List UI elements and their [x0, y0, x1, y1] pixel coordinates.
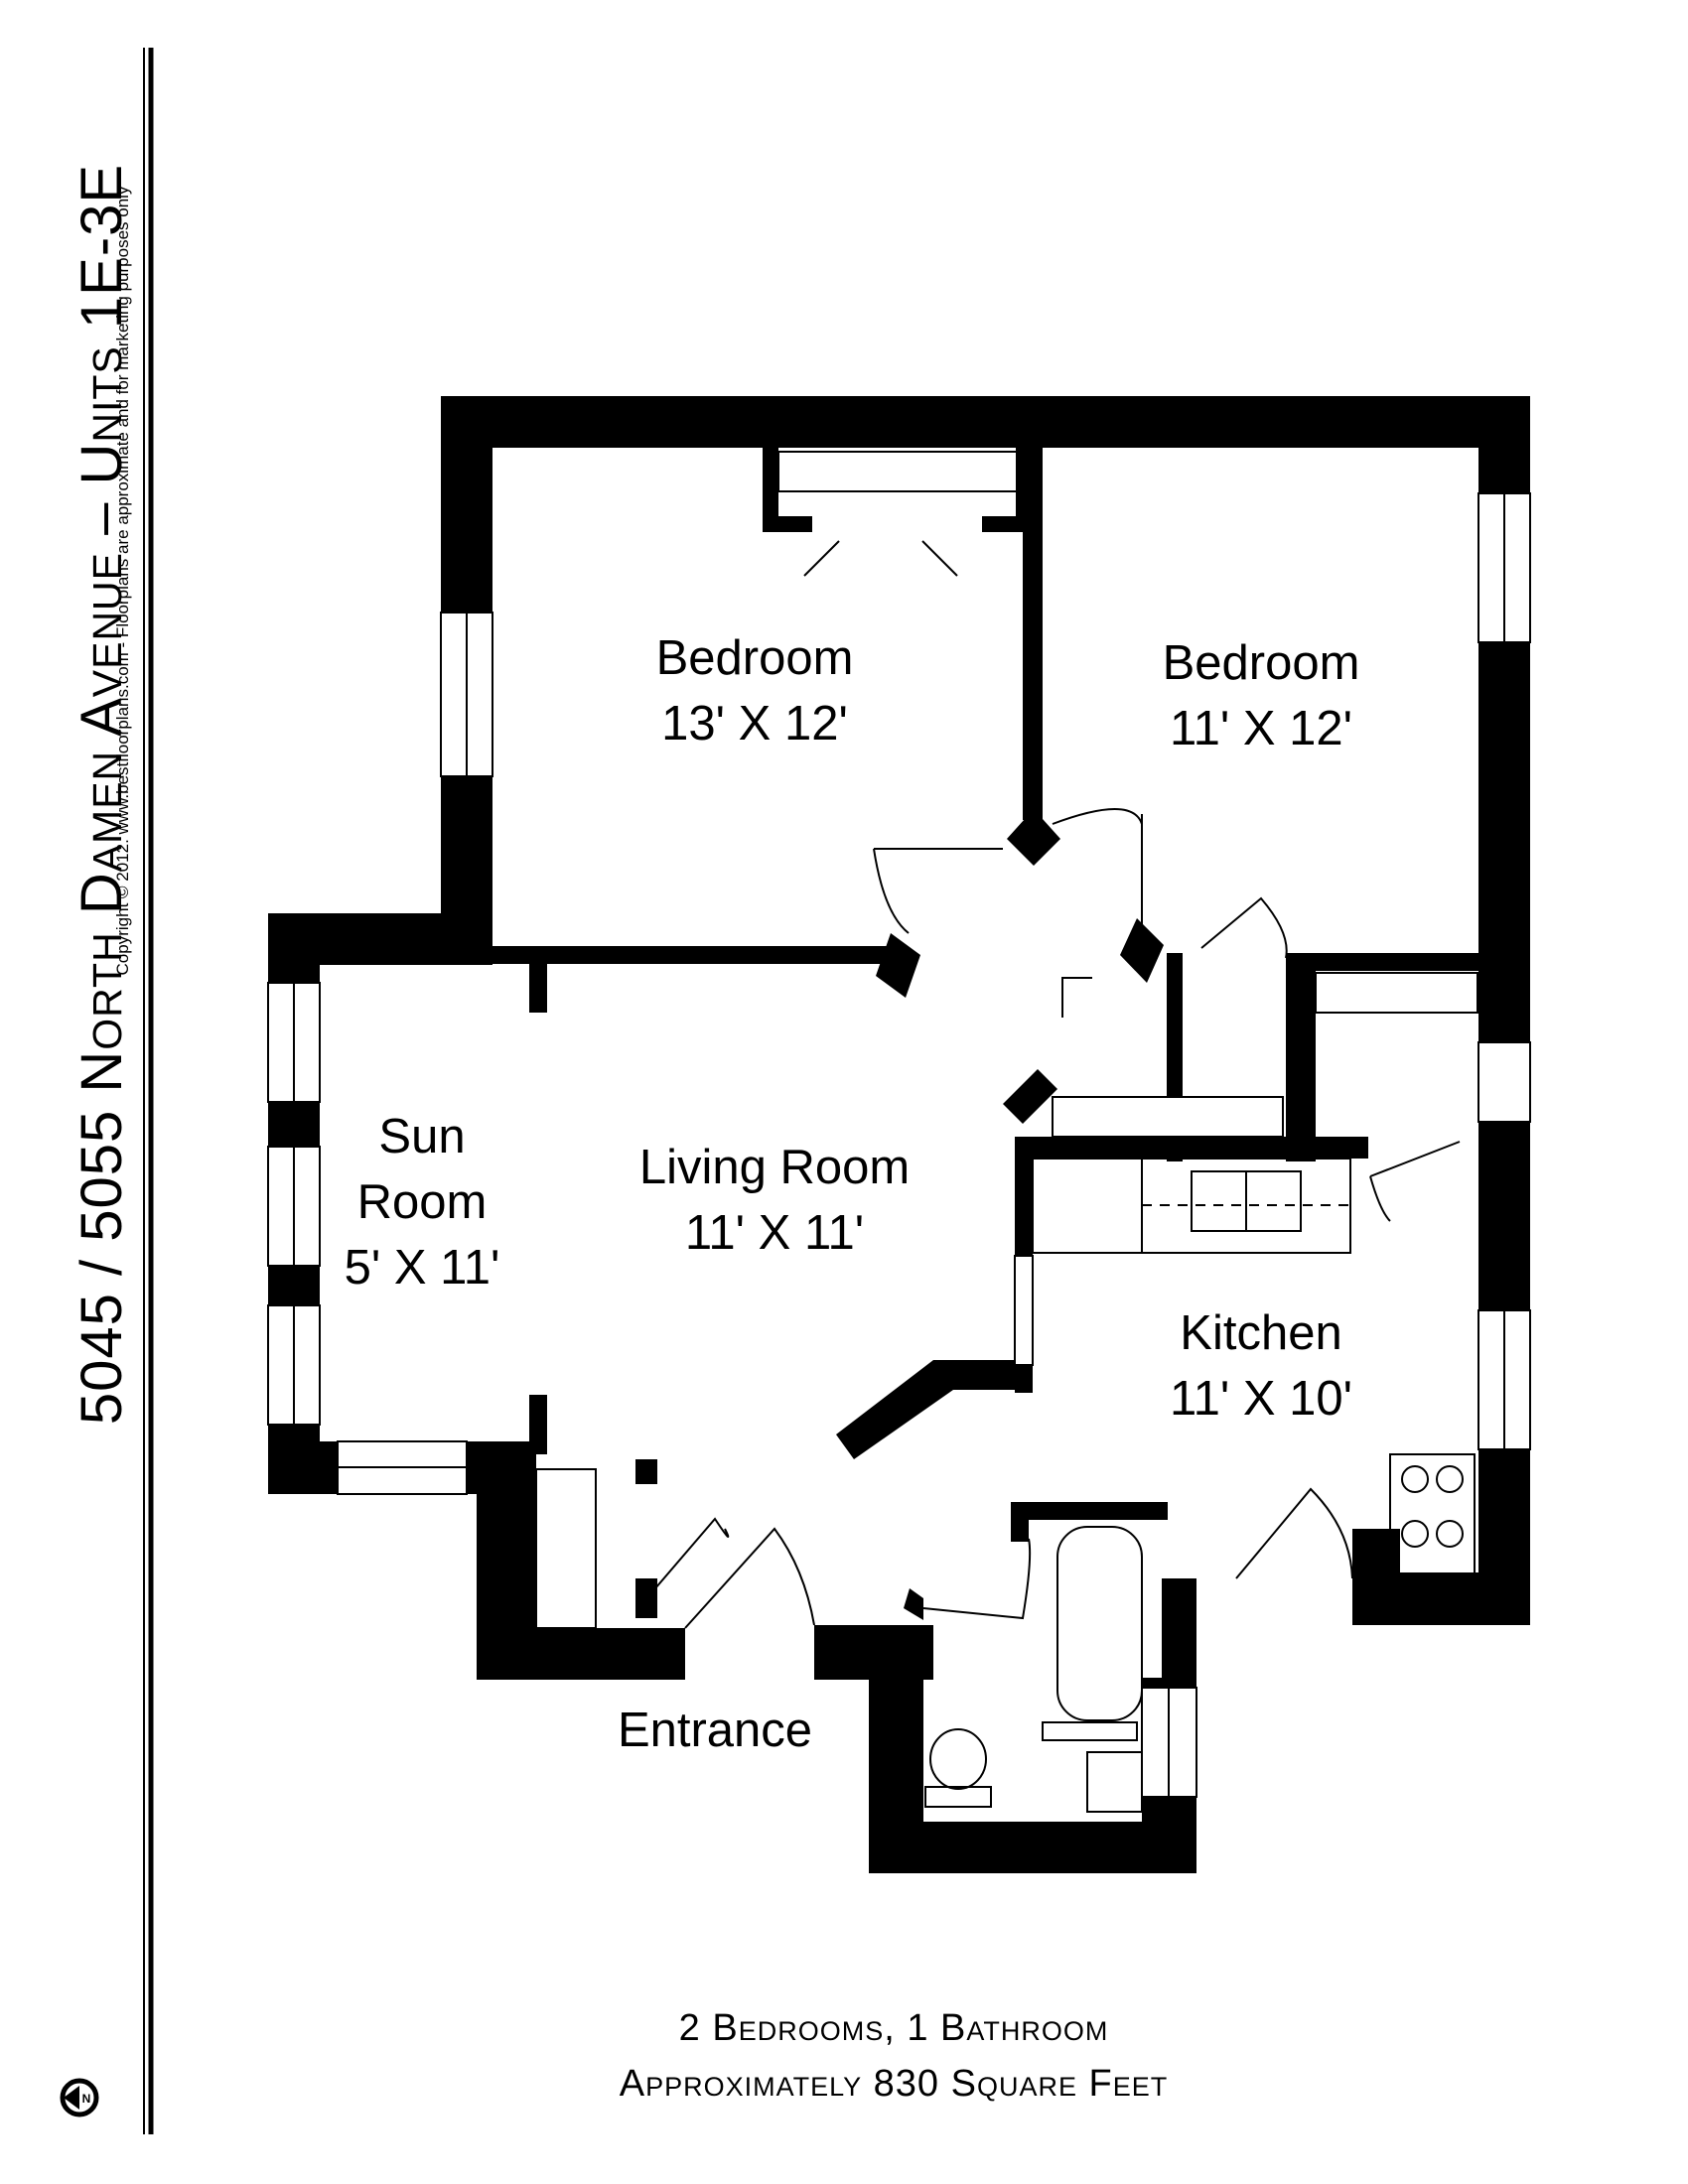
living-room-name: Living Room — [638, 1141, 911, 1194]
kitchen-fixtures — [1032, 1158, 1476, 1574]
living-room-label: Living Room 11' X 11' — [606, 1135, 943, 1266]
bath-fixtures — [924, 1526, 1143, 1813]
door-swings — [654, 540, 1461, 1629]
north-arrow-icon: N — [60, 2078, 99, 2117]
bedroom-2-name: Bedroom — [1162, 636, 1360, 690]
kitchen-name: Kitchen — [1180, 1306, 1342, 1360]
summary-square-feet: Approximately 830 Square Feet — [619, 2063, 1169, 2105]
summary-bed-bath: 2 Bedrooms, 1 Bathroom — [678, 2007, 1109, 2049]
kitchen-size: 11' X 10' — [1170, 1372, 1352, 1426]
sun-room-label: Sun Room 5' X 11' — [308, 1104, 536, 1300]
living-room-size: 11' X 11' — [684, 1206, 865, 1260]
sun-room-name-line2: Room — [356, 1175, 488, 1229]
sun-room-name-line1: Sun — [378, 1110, 466, 1163]
bedroom-1-label: Bedroom 13' X 12' — [606, 625, 904, 756]
kitchen-label: Kitchen 11' X 10' — [1112, 1300, 1410, 1432]
entrance-name: Entrance — [617, 1704, 813, 1757]
bedroom-2-label: Bedroom 11' X 12' — [1112, 630, 1410, 761]
bedroom-1-name: Bedroom — [655, 631, 854, 685]
windows — [267, 451, 1531, 1798]
sun-room-size: 5' X 11' — [344, 1241, 500, 1295]
compass-label: N — [82, 2092, 91, 2106]
bedroom-2-size: 11' X 12' — [1170, 702, 1352, 755]
entrance-label: Entrance — [556, 1698, 874, 1763]
bedroom-1-size: 13' X 12' — [661, 697, 848, 751]
